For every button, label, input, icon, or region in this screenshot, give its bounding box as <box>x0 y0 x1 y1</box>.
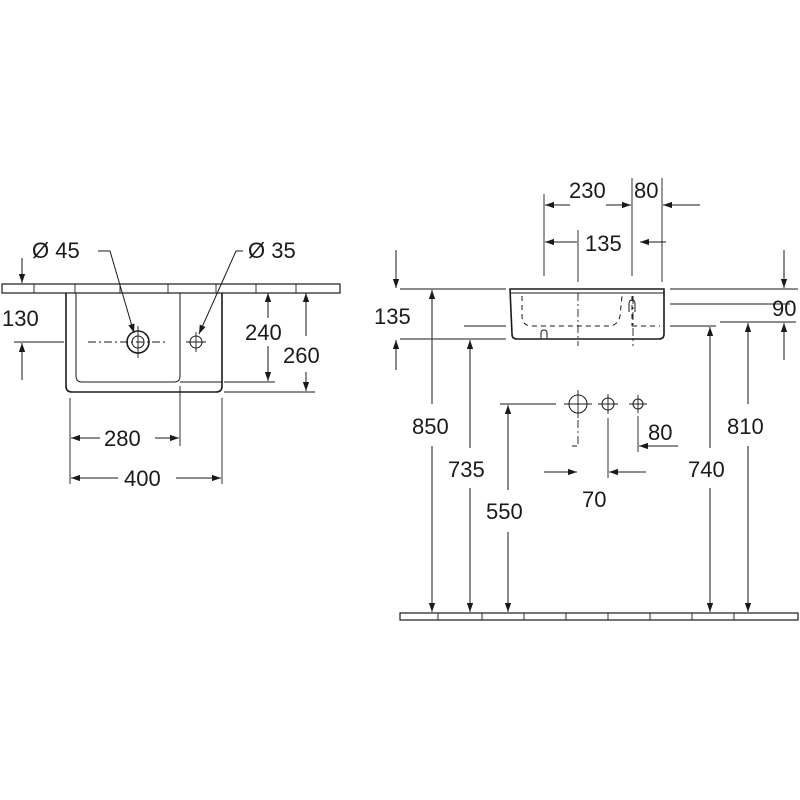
label-850: 850 <box>412 414 449 439</box>
wall-strip <box>1 283 341 294</box>
label-70: 70 <box>582 487 606 512</box>
label-diameter-35: Ø 35 <box>248 238 296 263</box>
wall-connections <box>564 390 647 418</box>
label-130: 130 <box>2 306 39 331</box>
basin-front-outline <box>509 288 665 346</box>
label-230: 230 <box>569 178 606 203</box>
dim-top <box>543 178 700 282</box>
label-280: 280 <box>104 426 141 451</box>
label-260: 260 <box>283 343 320 368</box>
label-740: 740 <box>688 457 725 482</box>
tap-hole <box>186 332 206 352</box>
waste-hole <box>88 326 168 358</box>
label-135-tap: 135 <box>585 231 622 256</box>
label-400: 400 <box>124 466 161 491</box>
floor-strip <box>399 612 799 621</box>
plan-view: Ø 45 Ø 35 130 240 260 280 400 <box>1 238 341 491</box>
dim-130 <box>14 258 64 380</box>
label-diameter-45: Ø 45 <box>32 238 80 263</box>
label-80-spacing: 80 <box>648 420 672 445</box>
dim-240-260 <box>224 293 315 393</box>
label-240: 240 <box>245 320 282 345</box>
dim-spacing <box>544 416 678 478</box>
front-view: 230 80 135 135 90 850 810 735 740 550 80… <box>374 178 799 621</box>
dim-280-400 <box>69 386 223 484</box>
diameter-leaders <box>98 250 243 335</box>
label-80-top: 80 <box>634 178 658 203</box>
reference-lines <box>400 288 798 405</box>
label-735: 735 <box>448 457 485 482</box>
label-550: 550 <box>486 499 523 524</box>
label-135-height: 135 <box>374 304 411 329</box>
label-90: 90 <box>772 296 796 321</box>
label-810: 810 <box>727 414 764 439</box>
basin-plan-outline <box>65 293 223 393</box>
